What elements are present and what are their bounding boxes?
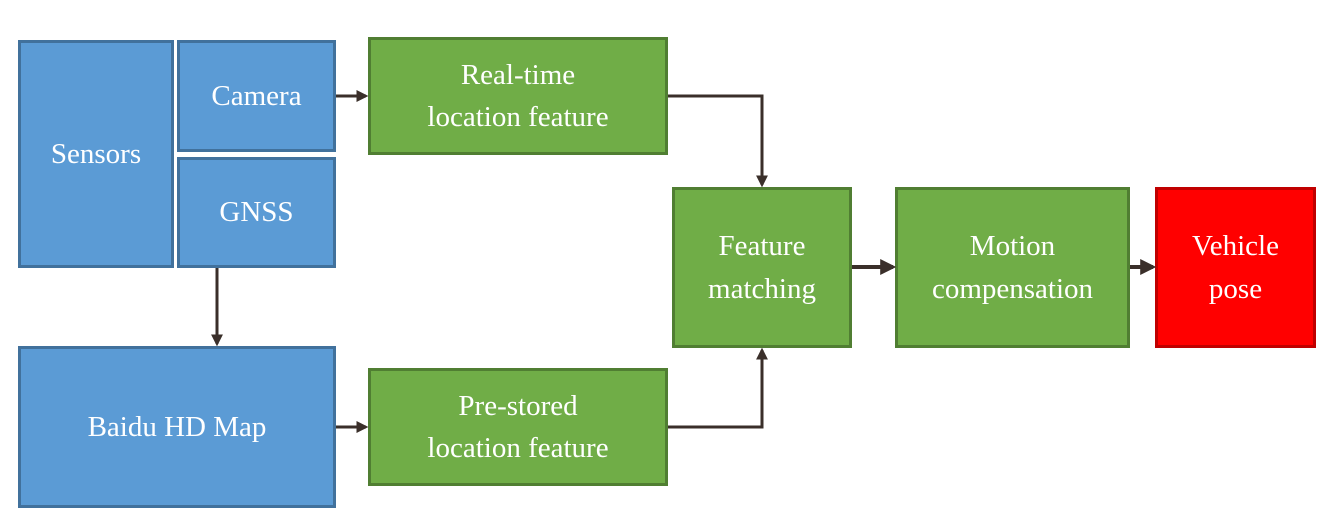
- feature-matching-node: Feature matching: [672, 187, 852, 348]
- vehicle-pose-node: Vehicle pose: [1155, 187, 1316, 348]
- sensors-node: Sensors: [18, 40, 174, 268]
- prestored-feature-node: Pre-stored location feature: [368, 368, 668, 486]
- arrow-realtime-to-matching: [668, 94, 768, 188]
- gnss-node: GNSS: [177, 157, 336, 268]
- camera-node: Camera: [177, 40, 336, 152]
- hd-map-node: Baidu HD Map: [18, 346, 336, 508]
- realtime-feature-node: Real-time location feature: [368, 37, 668, 155]
- motion-compensation-node: Motion compensation: [895, 187, 1130, 348]
- arrow-prestored-to-matching: [668, 347, 768, 429]
